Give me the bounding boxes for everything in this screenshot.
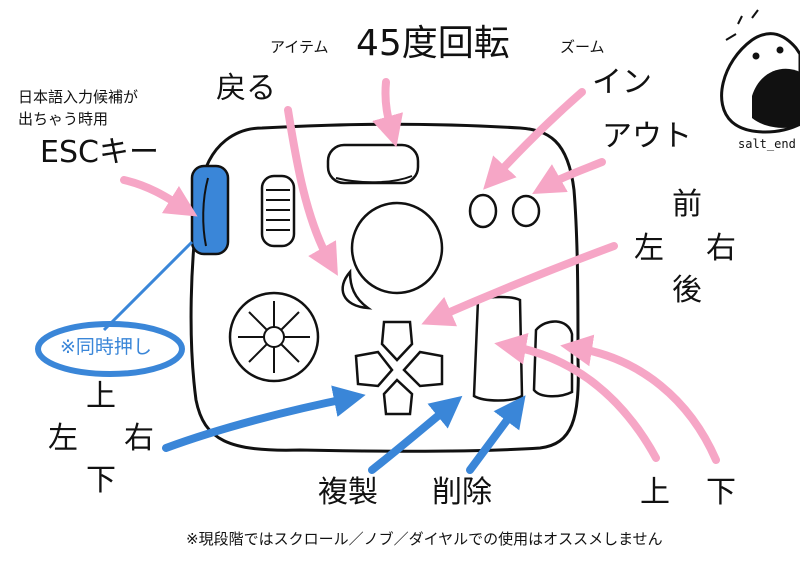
label-left-right-right: 右	[706, 231, 736, 266]
label-zoom: ズーム	[560, 38, 605, 56]
dial-ridges	[238, 301, 310, 373]
label-forward: 前	[672, 187, 702, 222]
label-duplicate: 複製	[318, 475, 378, 510]
scroll-wheel-ridges	[266, 189, 290, 231]
onigiri-logo	[720, 9, 800, 134]
label-dpad-down: 下	[86, 463, 116, 498]
right-short-button	[532, 320, 574, 398]
label-left-right-left: 左	[634, 231, 664, 266]
arrow-zoom-in	[483, 88, 586, 190]
label-backward: 後	[672, 273, 702, 308]
simultaneous-ellipse	[35, 321, 185, 377]
dpad-left	[354, 350, 394, 388]
device-body	[189, 122, 580, 453]
arrow-down	[560, 334, 720, 464]
rotate-45-button-inner	[335, 175, 413, 184]
label-simultaneous: ※同時押し	[60, 336, 152, 358]
dpad-right	[402, 350, 444, 388]
rotate-45-button	[326, 143, 420, 185]
label-rotate-45: 45度回転	[356, 23, 510, 64]
arrow-rotate-45	[372, 78, 403, 148]
arrow-zoom-out	[532, 158, 606, 194]
pink-arrows	[120, 78, 720, 464]
label-esc-key: ESCキー	[40, 135, 159, 170]
arrow-back	[284, 106, 338, 276]
label-back: 戻る	[216, 71, 276, 106]
label-zoom-out: アウト	[602, 119, 692, 154]
esc-side-button-inner	[202, 177, 209, 247]
arrow-esc	[120, 176, 198, 217]
arrow-delete	[466, 395, 526, 474]
arrow-up	[494, 332, 660, 462]
label-item: アイテム	[270, 38, 329, 56]
dpad-up	[380, 320, 414, 362]
back-button	[341, 268, 373, 310]
footnote: ※現段階ではスクロール／ノブ／ダイヤルでの使用はオススメしません	[186, 530, 663, 548]
label-dpad-right: 右	[124, 421, 154, 456]
dpad-down	[382, 378, 414, 416]
scroll-wheel	[260, 174, 296, 248]
blue-arrows	[162, 385, 526, 474]
esc-side-button	[190, 164, 230, 256]
knob	[350, 201, 444, 295]
arrow-dpad	[162, 385, 366, 452]
dial	[228, 291, 320, 383]
arrow-duplicate	[368, 395, 463, 474]
zoom-out-button	[511, 194, 541, 228]
label-dpad-left: 左	[48, 421, 78, 456]
signature: salt_end	[738, 137, 796, 151]
label-delete: 削除	[432, 475, 492, 510]
arrow-direction	[421, 242, 618, 327]
zoom-in-button	[468, 193, 498, 229]
simultaneous-connector	[102, 240, 194, 332]
label-up: 上	[640, 475, 670, 510]
label-dpad-up: 上	[86, 379, 116, 414]
label-zoom-in: イン	[592, 65, 652, 100]
label-down: 下	[706, 475, 736, 510]
label-ime-line1: 日本語入力候補が	[18, 88, 139, 106]
label-ime-line2: 出ちゃう時用	[18, 110, 109, 128]
